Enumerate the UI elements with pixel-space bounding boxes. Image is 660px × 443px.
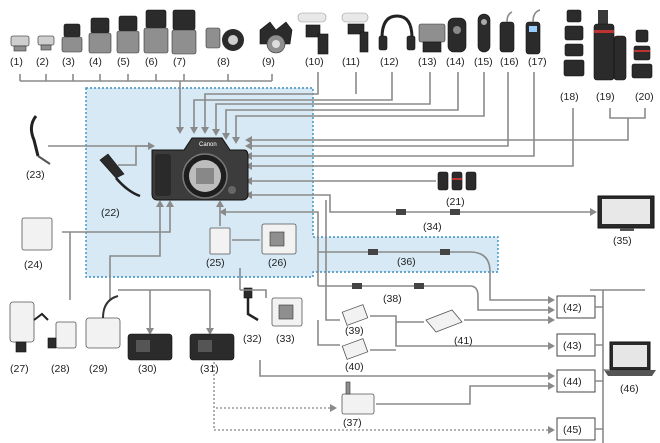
label-23: (23) bbox=[26, 169, 45, 181]
sd-card-icon bbox=[342, 339, 367, 360]
portable-charger-icon bbox=[272, 298, 302, 326]
macro-ring-lite-icon bbox=[206, 28, 244, 51]
cable2-plug-right-icon bbox=[414, 283, 424, 289]
label-39: (39) bbox=[345, 325, 364, 337]
laptop-computer-icon bbox=[604, 342, 656, 376]
remote-switch-icon bbox=[500, 12, 514, 52]
label-1: (1) bbox=[10, 56, 23, 68]
wireless-file-transmitter-icon bbox=[342, 382, 374, 414]
label-42: (42) bbox=[563, 302, 582, 314]
transmitter-network-wire bbox=[376, 386, 548, 404]
label-32: (32) bbox=[243, 333, 262, 345]
label-16: (16) bbox=[500, 56, 519, 68]
label-13: (13) bbox=[418, 56, 437, 68]
label-2: (2) bbox=[36, 56, 49, 68]
macro-twin-lite-icon bbox=[260, 22, 292, 53]
hot-shoe-cover-icon bbox=[11, 36, 29, 51]
label-41: (41) bbox=[454, 335, 473, 347]
ef-lenses-icon bbox=[564, 10, 584, 76]
dc-coupler-icon bbox=[48, 322, 76, 348]
rf-lenses-icon bbox=[632, 30, 652, 78]
label-12: (12) bbox=[380, 56, 399, 68]
label-5: (5) bbox=[117, 56, 130, 68]
car-battery-cable-icon bbox=[244, 288, 258, 320]
usb-power-adapter-icon bbox=[86, 296, 120, 348]
label-4: (4) bbox=[89, 56, 102, 68]
label-38: (38) bbox=[383, 293, 402, 305]
label-8: (8) bbox=[217, 56, 230, 68]
card-reader-icon bbox=[426, 310, 462, 332]
wireless-transmitter-icon bbox=[419, 24, 445, 52]
battery-grip-b-icon bbox=[190, 334, 234, 360]
label-29: (29) bbox=[89, 363, 108, 375]
shoe-adapter-icon bbox=[38, 36, 54, 50]
cable2-plug-left-icon bbox=[352, 283, 362, 289]
battery-pack-icon bbox=[210, 228, 230, 254]
label-20: (20) bbox=[635, 91, 654, 103]
label-26: (26) bbox=[268, 257, 287, 269]
hand-strap-icon bbox=[31, 116, 50, 164]
battery-charger-icon bbox=[262, 224, 296, 254]
label-18: (18) bbox=[560, 91, 579, 103]
label-17: (17) bbox=[528, 56, 547, 68]
cable-plug-left-icon bbox=[368, 249, 378, 255]
label-45: (45) bbox=[563, 424, 582, 436]
label-40: (40) bbox=[345, 361, 364, 373]
label-15: (15) bbox=[474, 56, 493, 68]
label-36: (36) bbox=[397, 256, 416, 268]
label-43: (43) bbox=[563, 340, 582, 352]
label-11: (11) bbox=[342, 56, 360, 68]
wireless-link-dotted bbox=[214, 362, 548, 430]
cable-plug-right-icon bbox=[440, 249, 450, 255]
label-31: (31) bbox=[200, 363, 219, 375]
headphones-icon bbox=[379, 16, 415, 50]
hdmi-plug-right-icon bbox=[450, 209, 460, 215]
mount-adapters-icon bbox=[438, 172, 476, 190]
shotgun-microphone-icon bbox=[298, 13, 328, 54]
label-33: (33) bbox=[276, 333, 295, 345]
ac-adapter-plug-icon bbox=[10, 302, 48, 352]
grip-network-wire bbox=[260, 360, 548, 376]
label-28: (28) bbox=[51, 363, 70, 375]
label-19: (19) bbox=[596, 91, 615, 103]
label-35: (35) bbox=[613, 235, 632, 247]
speedlite-compact-icon bbox=[117, 16, 139, 53]
label-46: (46) bbox=[620, 383, 639, 395]
label-21: (21) bbox=[446, 196, 465, 208]
label-37: (37) bbox=[343, 417, 362, 429]
label-10: (10) bbox=[305, 56, 324, 68]
cfexpress-card-icon bbox=[342, 305, 367, 326]
label-24: (24) bbox=[24, 259, 43, 271]
wireless-remote-icon bbox=[478, 14, 490, 52]
reader-wire bbox=[396, 320, 548, 322]
label-7: (7) bbox=[173, 56, 186, 68]
label-34: (34) bbox=[423, 221, 442, 233]
rf-telephoto-lenses-icon bbox=[594, 10, 626, 80]
label-6: (6) bbox=[145, 56, 158, 68]
label-22: (22) bbox=[101, 207, 120, 219]
label-30: (30) bbox=[138, 363, 157, 375]
label-9: (9) bbox=[262, 56, 275, 68]
gps-receiver-icon bbox=[448, 18, 466, 52]
battery-grip-a-icon bbox=[128, 334, 172, 360]
interface-cable-wire bbox=[318, 286, 548, 310]
speedlite-large-icon bbox=[144, 10, 168, 53]
label-27: (27) bbox=[10, 363, 29, 375]
label-44: (44) bbox=[563, 376, 582, 388]
speedlite-small-icon bbox=[62, 24, 82, 52]
camera-case-icon bbox=[22, 218, 52, 250]
label-25: (25) bbox=[206, 257, 225, 269]
tv-monitor-icon bbox=[598, 196, 654, 231]
hdmi-plug-left-icon bbox=[396, 209, 406, 215]
camera-brand-text: Canon bbox=[199, 142, 217, 148]
speedlite-flagship-icon bbox=[172, 10, 196, 54]
label-14: (14) bbox=[446, 56, 465, 68]
label-3: (3) bbox=[62, 56, 75, 68]
speedlite-medium-icon bbox=[89, 18, 111, 53]
stereo-microphone-icon bbox=[342, 13, 368, 52]
timer-remote-controller-icon bbox=[526, 10, 540, 54]
